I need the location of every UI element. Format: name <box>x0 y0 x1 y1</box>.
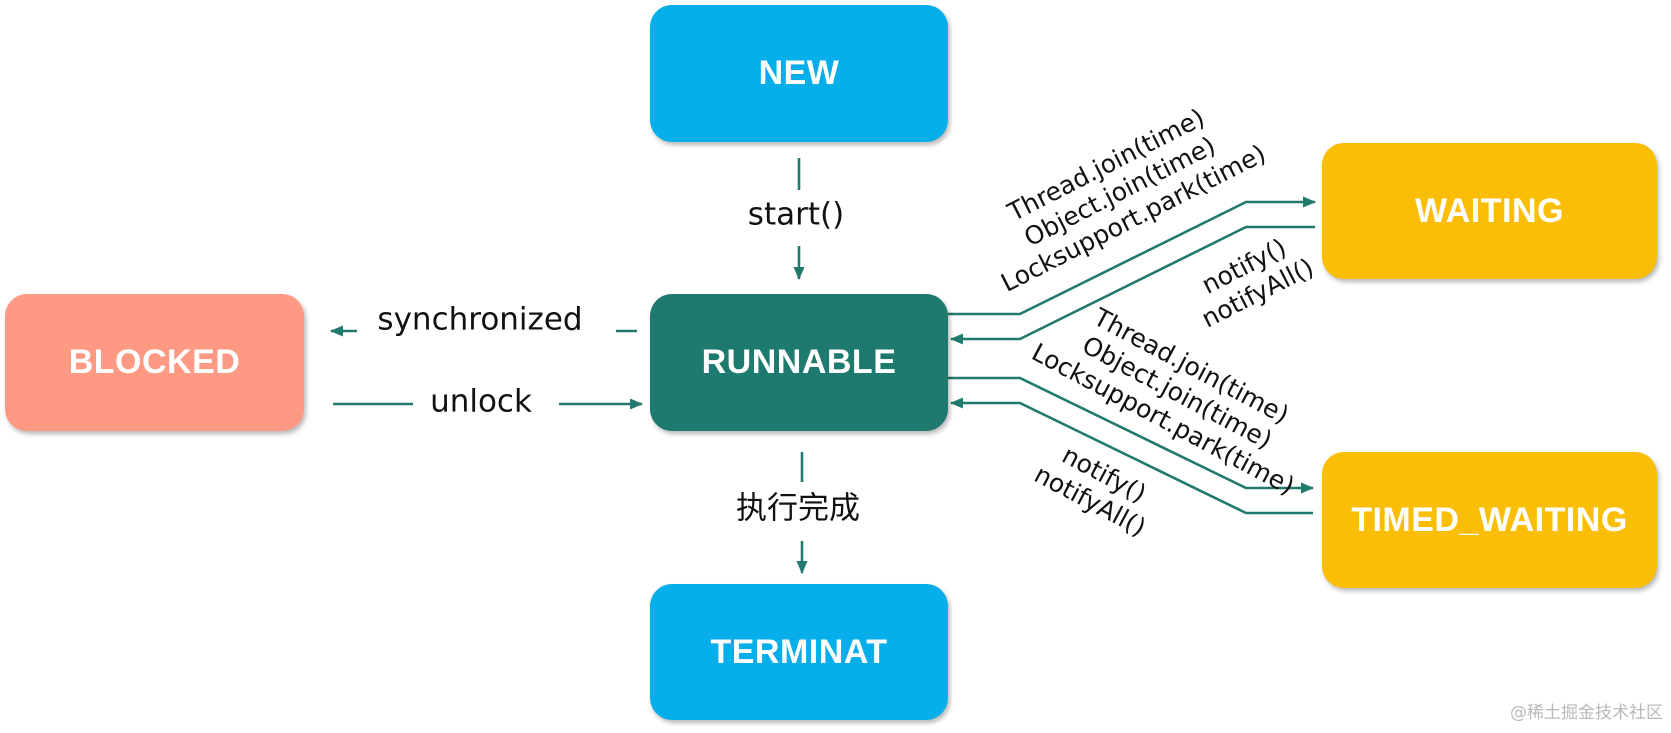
state-terminated: TERMINAT <box>650 584 948 720</box>
unlock-transition-label: unlock <box>430 383 532 420</box>
state-waiting: WAITING <box>1322 143 1657 279</box>
state-blocked: BLOCKED <box>5 294 304 431</box>
finish-transition-label: 执行完成 <box>736 490 860 527</box>
watermark: @稀土掘金技术社区 <box>1510 703 1663 723</box>
runnable-to-waiting-arrow <box>948 196 1316 316</box>
arrow-lines <box>330 158 1316 574</box>
timed-waiting-to-runnable-arrow <box>950 397 1313 515</box>
runnable-to-timed-waiting-arrow <box>948 376 1314 494</box>
state-waiting-label: WAITING <box>1415 191 1564 230</box>
synchronized-transition-label: synchronized <box>377 301 583 338</box>
state-new-label: NEW <box>758 54 840 92</box>
state-timed-waiting-label: TIMED_WAITING <box>1351 500 1628 539</box>
state-runnable: RUNNABLE <box>650 294 948 431</box>
state-timed-waiting: TIMED_WAITING <box>1322 452 1657 588</box>
state-new: NEW <box>650 5 948 142</box>
start-transition-label: start() <box>747 196 845 233</box>
waiting-to-runnable-arrow <box>950 225 1315 345</box>
state-terminated-label: TERMINAT <box>710 632 888 671</box>
state-runnable-label: RUNNABLE <box>701 343 897 381</box>
state-blocked-label: BLOCKED <box>68 343 241 381</box>
